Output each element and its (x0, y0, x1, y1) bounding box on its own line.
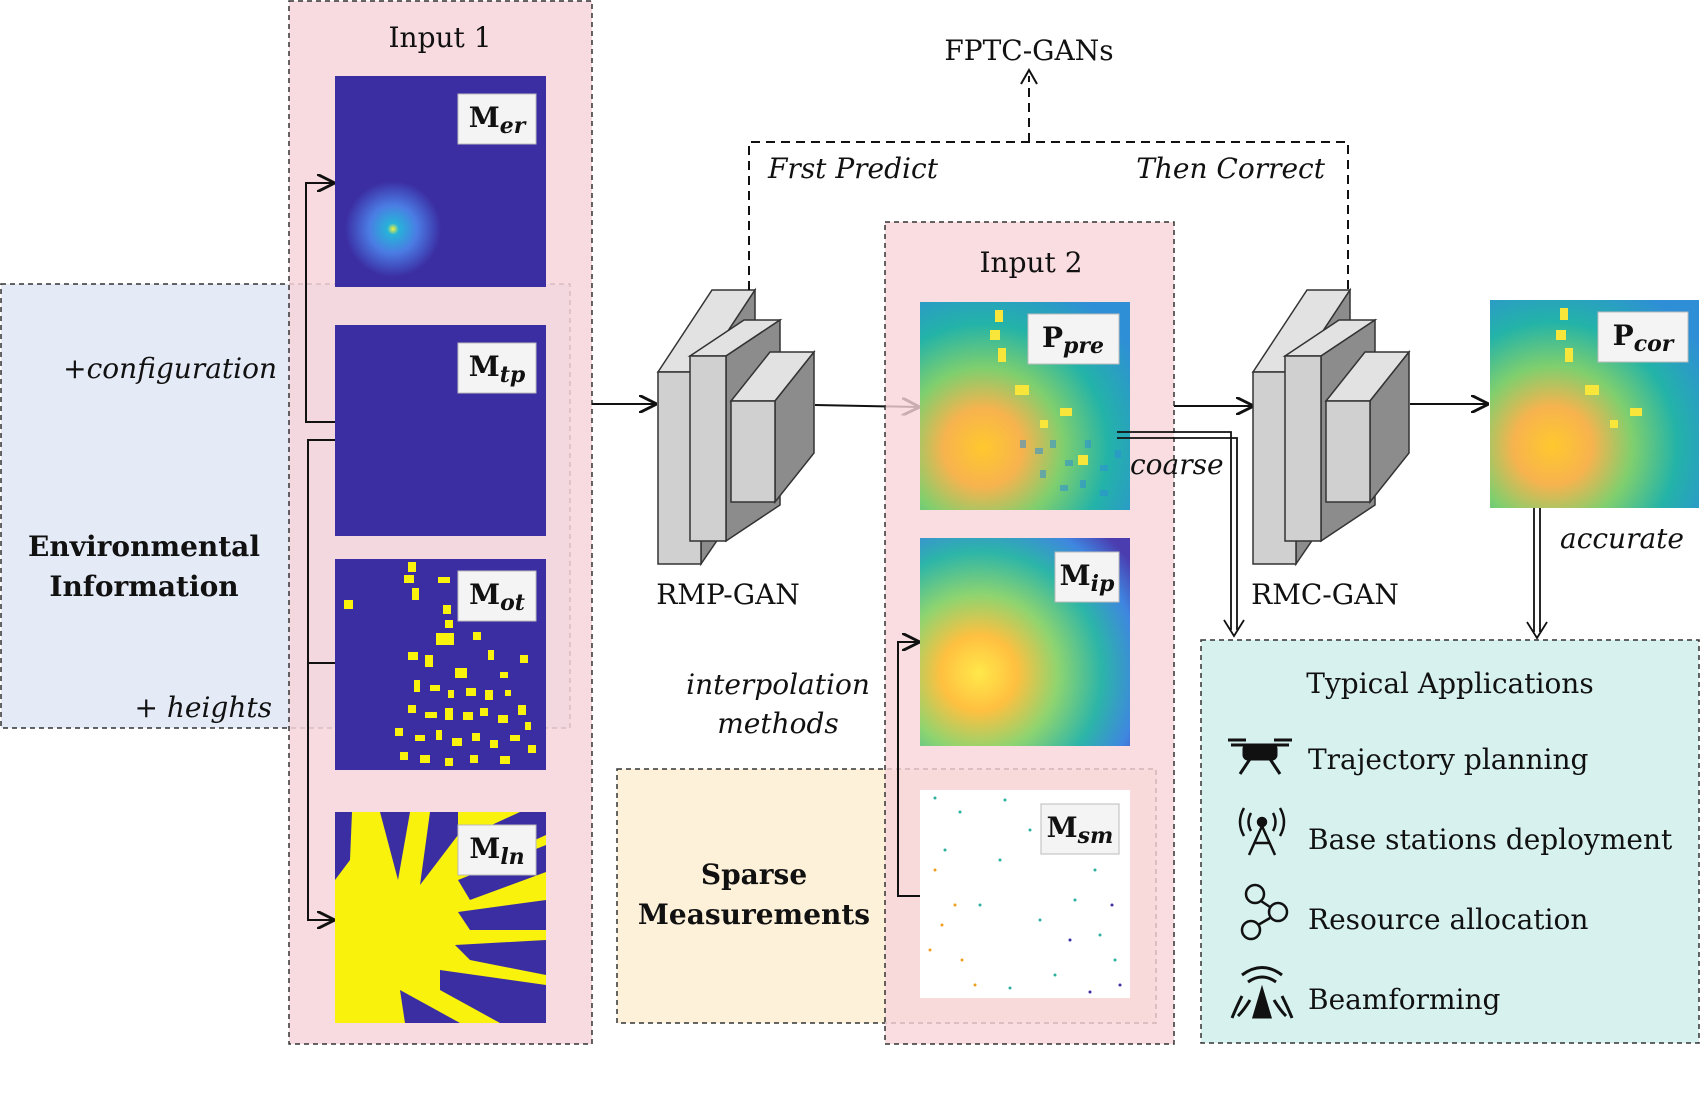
input1-connectors (305, 183, 335, 920)
map-ot: Mot (335, 559, 546, 770)
coarse-arrow (1117, 431, 1245, 638)
map-ppre: Ppre (920, 302, 1130, 510)
fptc-title: FPTC-GANs (944, 34, 1113, 67)
svg-text:Mer: Mer (469, 101, 527, 139)
map-msm: Msm (920, 790, 1130, 998)
svg-text:Mtp: Mtp (469, 350, 526, 388)
svg-text:Mip: Mip (1060, 559, 1115, 597)
map-mip: Mip (920, 538, 1130, 746)
svg-text:Mot: Mot (469, 578, 525, 616)
env-info-line2: Information (49, 570, 238, 603)
accurate-arrow (1526, 508, 1548, 640)
svg-text:Pcor: Pcor (1613, 319, 1675, 357)
network-icon (1240, 883, 1289, 941)
input2-title: Input 2 (979, 246, 1082, 279)
rmp-gan-label: RMP-GAN (656, 578, 800, 611)
app-beamforming-label: Beamforming (1308, 983, 1501, 1016)
svg-text:Msm: Msm (1047, 811, 1114, 849)
accurate-label: accurate (1560, 522, 1684, 555)
fptc-arrowhead (1020, 67, 1038, 85)
app-trajectory-label: Trajectory planning (1308, 743, 1589, 776)
fptc-bracket (748, 76, 1349, 290)
svg-text:Ppre: Ppre (1042, 321, 1104, 359)
map-ln: Mln (335, 812, 546, 1023)
sparse-line1: Sparse (701, 858, 807, 891)
rmp-gan-block (656, 287, 816, 567)
config-label: +configuration (63, 352, 277, 385)
svg-text:Mln: Mln (469, 832, 524, 870)
app-resource-label: Resource allocation (1308, 903, 1588, 936)
antenna-icon (1238, 807, 1286, 856)
apps-box (1200, 639, 1700, 1044)
rmc-gan-block (1251, 287, 1411, 567)
map-er: Mer (335, 76, 546, 287)
sparse-line2: Measurements (638, 898, 870, 931)
drone-icon (1228, 738, 1292, 775)
heights-label: + heights (135, 691, 273, 724)
first-predict-label: Frst Predict (767, 152, 939, 185)
interp-line2: methods (717, 707, 839, 740)
map-pcor: Pcor (1490, 300, 1699, 508)
beam-icon (1230, 966, 1294, 1019)
apps-title: Typical Applications (1306, 667, 1593, 700)
map-tp: Mtp (335, 325, 546, 536)
app-basestation-label: Base stations deployment (1308, 823, 1673, 856)
coarse-label: coarse (1130, 448, 1224, 481)
interp-line1: interpolation (686, 668, 870, 701)
input1-title: Input 1 (388, 21, 491, 54)
then-correct-label: Then Correct (1136, 152, 1326, 185)
rmc-gan-label: RMC-GAN (1251, 578, 1399, 611)
arrow-interp (897, 642, 920, 897)
env-info-line1: Environmental (28, 530, 260, 563)
